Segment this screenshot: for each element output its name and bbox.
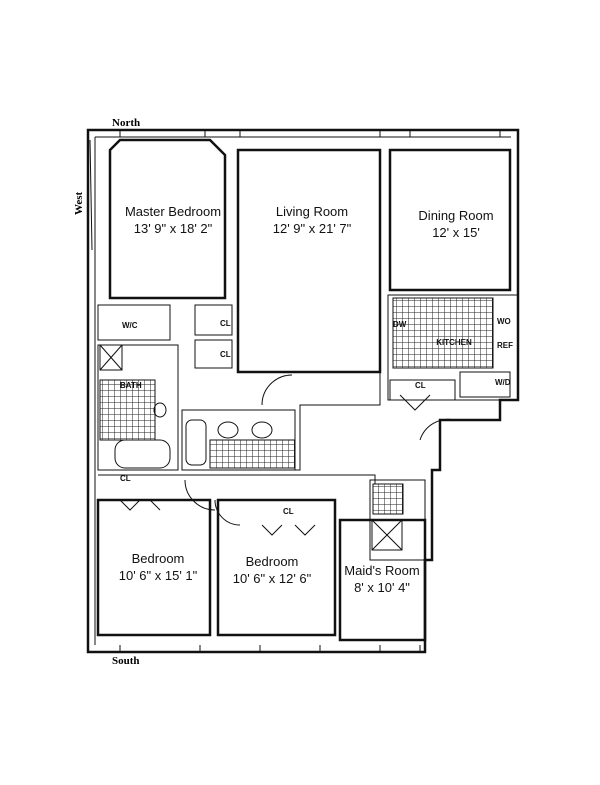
svg-text:Dining Room: Dining Room xyxy=(418,208,493,223)
compass-north: North xyxy=(112,117,140,129)
svg-text:BATH: BATH xyxy=(120,381,142,390)
room-bedroom-2: Bedroom 10' 6" x 12' 6" xyxy=(233,554,312,586)
windows xyxy=(119,130,501,652)
room-bedroom-1: Bedroom 10' 6" x 15' 1" xyxy=(119,551,198,583)
svg-text:W/C: W/C xyxy=(122,321,138,330)
tiled-floors xyxy=(99,297,494,515)
compass-west: West xyxy=(73,191,85,215)
svg-text:W/D: W/D xyxy=(495,378,511,387)
svg-text:13' 9" x 18' 2": 13' 9" x 18' 2" xyxy=(134,221,213,236)
svg-text:KITCHEN: KITCHEN xyxy=(436,338,472,347)
interior-walls xyxy=(96,138,519,642)
svg-text:DW: DW xyxy=(393,320,407,329)
svg-text:Bedroom: Bedroom xyxy=(132,551,185,566)
svg-text:Maid's Room: Maid's Room xyxy=(344,563,419,578)
svg-text:WO: WO xyxy=(497,317,511,326)
room-master-bedroom: Master Bedroom 13' 9" x 18' 2" xyxy=(125,204,221,236)
svg-text:Bedroom: Bedroom xyxy=(246,554,299,569)
svg-text:CL: CL xyxy=(220,319,231,328)
svg-text:CL: CL xyxy=(120,474,131,483)
svg-text:Living Room: Living Room xyxy=(276,204,348,219)
svg-text:10' 6" x 15' 1": 10' 6" x 15' 1" xyxy=(119,568,198,583)
svg-text:12' 9" x 21' 7": 12' 9" x 21' 7" xyxy=(273,221,352,236)
fixture-labels: KITCHEN BATH W/C DW W/D WO REF CL CL CL … xyxy=(120,317,513,516)
svg-text:CL: CL xyxy=(415,381,426,390)
room-maids-room: Maid's Room 8' x 10' 4" xyxy=(344,563,419,595)
svg-text:CL: CL xyxy=(283,507,294,516)
svg-text:8' x 10' 4": 8' x 10' 4" xyxy=(354,580,410,595)
room-dining-room: Dining Room 12' x 15' xyxy=(418,208,493,240)
fixtures xyxy=(99,344,511,551)
svg-text:CL: CL xyxy=(220,350,231,359)
door-swings xyxy=(119,374,456,536)
svg-text:12' x 15': 12' x 15' xyxy=(432,225,480,240)
room-living-room: Living Room 12' 9" x 21' 7" xyxy=(273,204,352,236)
svg-text:Master Bedroom: Master Bedroom xyxy=(125,204,221,219)
svg-text:10' 6" x 12' 6": 10' 6" x 12' 6" xyxy=(233,571,312,586)
compass-south: South xyxy=(112,655,140,667)
svg-text:REF: REF xyxy=(497,341,513,350)
